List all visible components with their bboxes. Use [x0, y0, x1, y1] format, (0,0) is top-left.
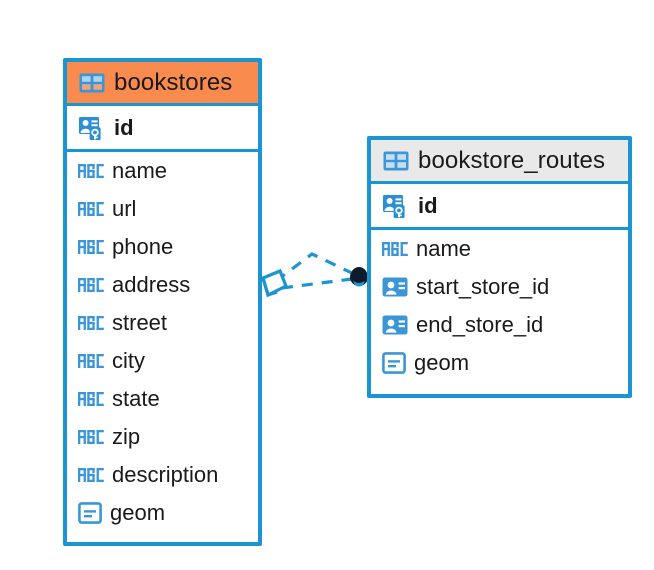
text-abc-icon — [78, 392, 104, 406]
table-icon — [383, 151, 409, 171]
field-list-bookstore-routes: id — [371, 184, 628, 382]
field-row-end-store-id[interactable]: end_store_id — [371, 306, 628, 344]
field-row-city[interactable]: city — [67, 342, 258, 380]
field-name: street — [112, 310, 168, 335]
field-row-state[interactable]: state — [67, 380, 258, 418]
entity-bookstores[interactable]: bookstores id — [63, 58, 262, 546]
relationship-endpoint-cap-icon — [351, 267, 367, 283]
field-row-id[interactable]: id — [371, 184, 628, 230]
field-row-start-store-id[interactable]: start_store_id — [371, 268, 628, 306]
text-abc-icon — [78, 468, 104, 482]
geometry-icon — [382, 352, 406, 374]
field-row-street[interactable]: street — [67, 304, 258, 342]
field-name: geom — [414, 350, 470, 375]
primary-key-icon — [78, 114, 106, 142]
field-name: end_store_id — [416, 312, 544, 337]
text-abc-icon — [78, 316, 104, 330]
text-abc-icon — [78, 430, 104, 444]
entity-header-bookstore-routes[interactable]: bookstore_routes — [371, 140, 628, 184]
field-name: id — [114, 114, 134, 140]
field-name: city — [112, 348, 145, 373]
table-icon — [79, 73, 105, 93]
foreign-key-icon — [382, 313, 408, 337]
field-name: id — [418, 192, 438, 218]
field-name: url — [112, 196, 137, 221]
field-name: start_store_id — [416, 274, 550, 299]
field-row-address[interactable]: address — [67, 266, 258, 304]
field-row-geom[interactable]: geom — [371, 344, 628, 382]
text-abc-icon — [78, 164, 104, 178]
relationship-endpoint-inner-icon — [353, 275, 365, 287]
crows-foot-tail-icon — [261, 277, 278, 298]
entity-title: bookstores — [114, 68, 233, 96]
field-row-zip[interactable]: zip — [67, 418, 258, 456]
field-name: state — [112, 386, 160, 411]
field-name: description — [112, 462, 219, 487]
crows-foot-diamond-icon — [261, 268, 289, 298]
field-row-id[interactable]: id — [67, 106, 258, 152]
field-row-name[interactable]: name — [67, 152, 258, 190]
field-name: address — [112, 272, 191, 297]
text-abc-icon — [78, 354, 104, 368]
text-abc-icon — [78, 278, 104, 292]
field-row-description[interactable]: description — [67, 456, 258, 494]
field-row-name[interactable]: name — [371, 230, 628, 268]
entity-header-bookstores[interactable]: bookstores — [67, 62, 258, 106]
field-name: phone — [112, 234, 174, 259]
text-abc-icon — [78, 202, 104, 216]
text-abc-icon — [382, 242, 408, 256]
foreign-key-icon — [382, 275, 408, 299]
field-row-phone[interactable]: phone — [67, 228, 258, 266]
entity-bookstore-routes[interactable]: bookstore_routes — [367, 136, 632, 398]
relationship-line-lower — [281, 277, 353, 290]
geometry-icon — [78, 502, 102, 524]
field-list-bookstores: id — [67, 106, 258, 532]
field-name: name — [416, 236, 472, 261]
entity-title: bookstore_routes — [418, 146, 606, 174]
relationship-endpoint-icon — [350, 268, 368, 286]
field-row-geom[interactable]: geom — [67, 494, 258, 532]
primary-key-icon — [382, 192, 410, 220]
text-abc-icon — [78, 240, 104, 254]
field-name: zip — [112, 424, 141, 449]
field-name: geom — [110, 500, 166, 525]
relationship-line-upper — [275, 252, 355, 283]
field-row-url[interactable]: url — [67, 190, 258, 228]
field-name: name — [112, 158, 168, 183]
